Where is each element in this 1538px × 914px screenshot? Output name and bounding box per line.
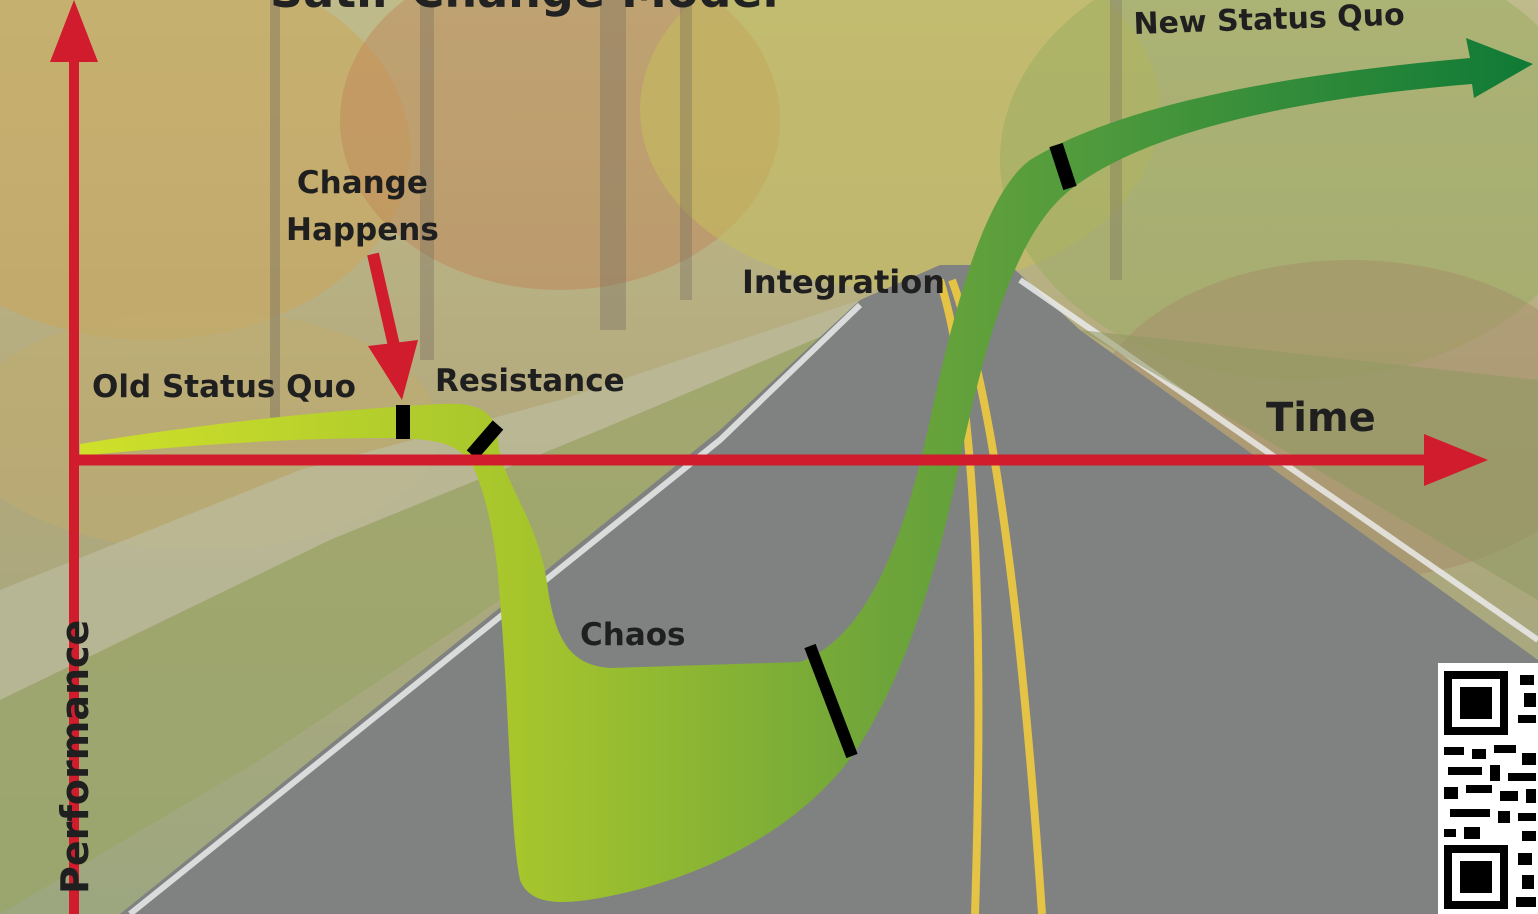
change-curve bbox=[80, 38, 1533, 903]
integration-label: Integration bbox=[742, 263, 945, 301]
qr-code-icon[interactable] bbox=[1438, 663, 1538, 914]
marker-resistance bbox=[466, 420, 504, 460]
marker-chaos bbox=[804, 643, 858, 759]
change-label-line2: Happens bbox=[286, 211, 439, 248]
old-status-quo-label: Old Status Quo bbox=[92, 369, 356, 405]
chaos-label: Chaos bbox=[580, 617, 686, 653]
resistance-label: Resistance bbox=[435, 363, 625, 399]
marker-integration bbox=[1049, 142, 1077, 191]
x-axis-label-time: Time bbox=[1266, 395, 1376, 441]
change-label-line1: Change bbox=[296, 165, 428, 201]
change-happens-label: Change Happens bbox=[286, 160, 439, 253]
red-arrow-down-icon bbox=[367, 252, 418, 400]
y-axis-arrowhead bbox=[50, 0, 98, 62]
x-axis-arrowhead bbox=[1424, 434, 1488, 486]
y-axis-label-performance: Performance bbox=[53, 619, 97, 894]
axes bbox=[50, 0, 1488, 914]
diagram-title: Satir Change Model bbox=[270, 0, 778, 14]
